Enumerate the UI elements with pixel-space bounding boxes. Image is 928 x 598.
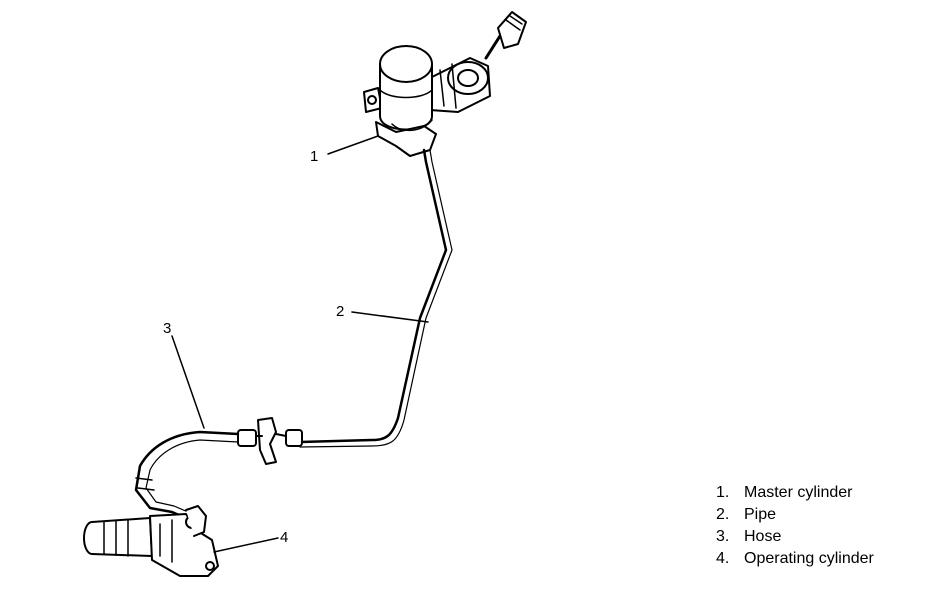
legend-item: 1.Master cylinder [716,484,853,501]
leader-lines [171,135,429,553]
legend-item: 4.Operating cylinder [716,550,874,567]
hose [134,430,240,520]
master-cylinder [363,11,527,157]
operating-cylinder [83,505,219,577]
pipe [298,148,453,448]
callout-2: 2 [336,303,344,320]
legend-item: 3.Hose [716,528,782,545]
callout-3: 3 [163,320,171,337]
callout-4: 4 [280,529,288,546]
legend: 1.Master cylinder 2.Pipe 3.Hose 4.Operat… [716,482,874,570]
hose-bracket [237,417,303,465]
callout-1: 1 [310,148,318,165]
legend-item: 2.Pipe [716,506,777,523]
